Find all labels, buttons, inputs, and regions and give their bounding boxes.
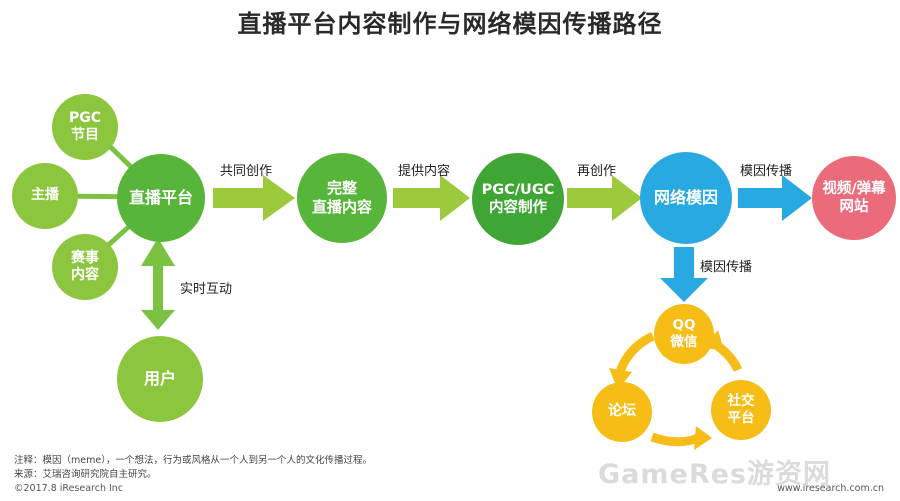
node-video-line2: 网站	[839, 199, 869, 215]
edge-label-meme-spread-right: 模因传播	[740, 164, 793, 179]
node-live-platform: 直播平台	[117, 154, 205, 242]
node-internet-meme: 网络模因	[640, 152, 732, 244]
footnote-note: 注释：模因（meme），一个想法，行为或风格从一个人到另一个人的文化传播过程。	[14, 455, 372, 466]
node-social-line2: 平台	[727, 410, 755, 426]
node-forum: 论坛	[592, 382, 652, 442]
watermark: GameRes游资网	[598, 459, 832, 490]
edge-label-meme-spread-down: 模因传播	[700, 260, 753, 275]
node-qq-line1: QQ	[672, 317, 696, 334]
copyright: ©2017.8 iResearch Inc	[14, 483, 124, 494]
node-pgc-program: PGC 节目	[52, 94, 118, 160]
node-forum-label: 论坛	[608, 403, 636, 420]
node-live-platform-label: 直播平台	[128, 188, 193, 207]
node-user: 用户	[117, 336, 203, 422]
page-title: 直播平台内容制作与网络模因传播路径	[237, 10, 663, 38]
edge-label-provide-content: 提供内容	[398, 164, 451, 179]
node-internet-meme-label: 网络模因	[653, 188, 718, 207]
arrow-meme-spread-right	[738, 175, 812, 221]
node-event-content: 赛事 内容	[52, 234, 118, 300]
cycle-arc-bottom	[650, 432, 700, 447]
node-video-danmaku-site: 视频/弹幕 网站	[812, 156, 896, 240]
footnote-source: 来源：艾瑞咨询研究院自主研究。	[14, 469, 157, 480]
node-anchor-label: 主播	[31, 187, 59, 204]
node-social-platform: 社交 平台	[711, 380, 771, 440]
cycle-arrowhead-left	[609, 368, 632, 390]
node-complete-live-content: 完整 直播内容	[297, 153, 387, 243]
node-pgc-ugc-line1: PGC/UGC	[481, 181, 555, 198]
interaction-arrow-head-down	[141, 310, 175, 330]
node-pgc-ugc-line2: 内容制作	[489, 200, 547, 216]
arrow-meme-spread-down	[660, 247, 708, 302]
interaction-arrow-shaft	[153, 263, 163, 313]
node-event-content-line1: 赛事	[71, 249, 99, 266]
node-complete-line1: 完整	[326, 179, 357, 198]
node-user-label: 用户	[143, 369, 176, 388]
arrow-co-create	[213, 175, 295, 221]
node-event-content-line2: 内容	[71, 267, 99, 283]
node-anchor: 主播	[12, 163, 78, 229]
node-qq-wechat: QQ 微信	[654, 304, 714, 364]
interaction-double-arrow	[141, 238, 175, 330]
node-social-line1: 社交	[727, 393, 755, 410]
node-qq-line2: 微信	[670, 334, 698, 350]
edge-label-recreate: 再创作	[577, 164, 617, 179]
website: www.iresearch.com.cn	[777, 483, 884, 494]
cycle-arc-left	[615, 331, 656, 374]
arrow-provide-content	[393, 175, 470, 221]
arrow-recreate	[567, 175, 642, 221]
node-video-line1: 视频/弹幕	[822, 180, 886, 197]
edge-label-co-create: 共同创作	[220, 164, 273, 179]
cycle-arrowhead-bottom	[694, 426, 712, 450]
node-pgc-program-line2: 节目	[71, 127, 99, 143]
node-pgc-program-line1: PGC	[68, 109, 102, 126]
node-pgc-ugc-production: PGC/UGC 内容制作	[472, 153, 564, 245]
interaction-arrow-head-up	[141, 238, 175, 266]
edge-label-realtime-interaction: 实时互动	[180, 282, 233, 297]
node-complete-line2: 直播内容	[311, 198, 372, 216]
